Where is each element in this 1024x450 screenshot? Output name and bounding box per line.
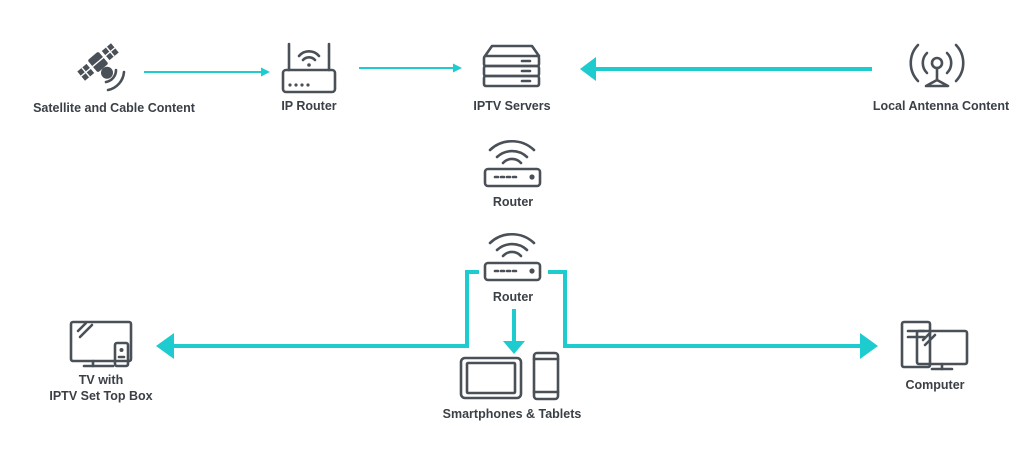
ip-router-label: IP Router [281,99,336,113]
arrow-antenna-to-servers-head [580,57,596,81]
wifi-router-icon [281,42,337,94]
router-1-label: Router [493,195,533,209]
connector-router-to-tv [172,270,479,348]
tv-label-line1: TV with [79,373,123,387]
connector-router-to-tv-head [156,333,174,359]
router-2-label: Router [493,290,533,304]
local-antenna-label: Local Antenna Content [873,99,1010,113]
router-icon [483,233,542,282]
router-icon [483,140,542,188]
connector-router-to-computer-head [860,333,878,359]
computer-icon [900,320,969,371]
mobile-label: Smartphones & Tablets [443,407,582,421]
connector-router-to-computer [548,270,862,348]
satellite-icon [77,43,126,92]
satellite-label: Satellite and Cable Content [33,101,196,115]
tablet-phone-icon [459,351,560,401]
computer-label: Computer [905,378,964,392]
tv-set-top-box-icon [69,320,133,368]
iptv-servers-label: IPTV Servers [473,99,550,113]
antenna-icon [909,43,965,88]
tv-label-line2: IPTV Set Top Box [49,389,152,403]
server-stack-icon [482,44,541,88]
connector-router-to-mobile-head [503,341,525,354]
